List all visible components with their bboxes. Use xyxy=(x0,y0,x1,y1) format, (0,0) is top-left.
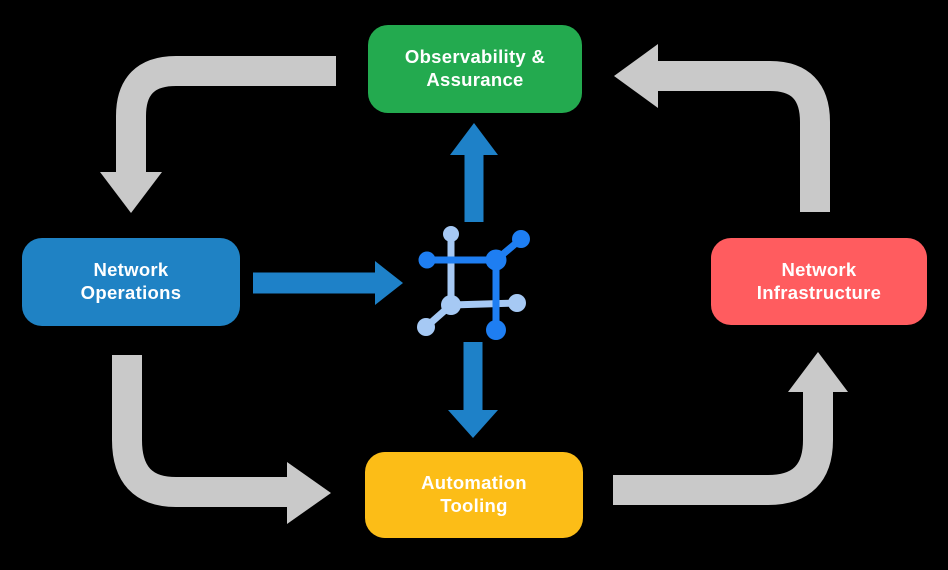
node-observability-assurance: Observability & Assurance xyxy=(368,25,582,113)
node-network-infrastructure: Network Infrastructure xyxy=(711,238,927,325)
network-mesh-icon xyxy=(417,226,530,340)
arrow-infrastructure-to-observability xyxy=(614,44,830,212)
arrow-operations-to-tooling xyxy=(112,355,331,524)
arrow-tooling-to-infrastructure xyxy=(613,352,848,505)
arrow-center-to-observability xyxy=(450,123,498,222)
node-automation-tooling: Automation Tooling xyxy=(365,452,583,538)
arrow-observability-to-operations xyxy=(100,56,336,213)
node-network-operations: Network Operations xyxy=(22,238,240,326)
arrow-operations-to-center xyxy=(253,261,403,305)
arrow-center-to-tooling xyxy=(448,342,498,438)
